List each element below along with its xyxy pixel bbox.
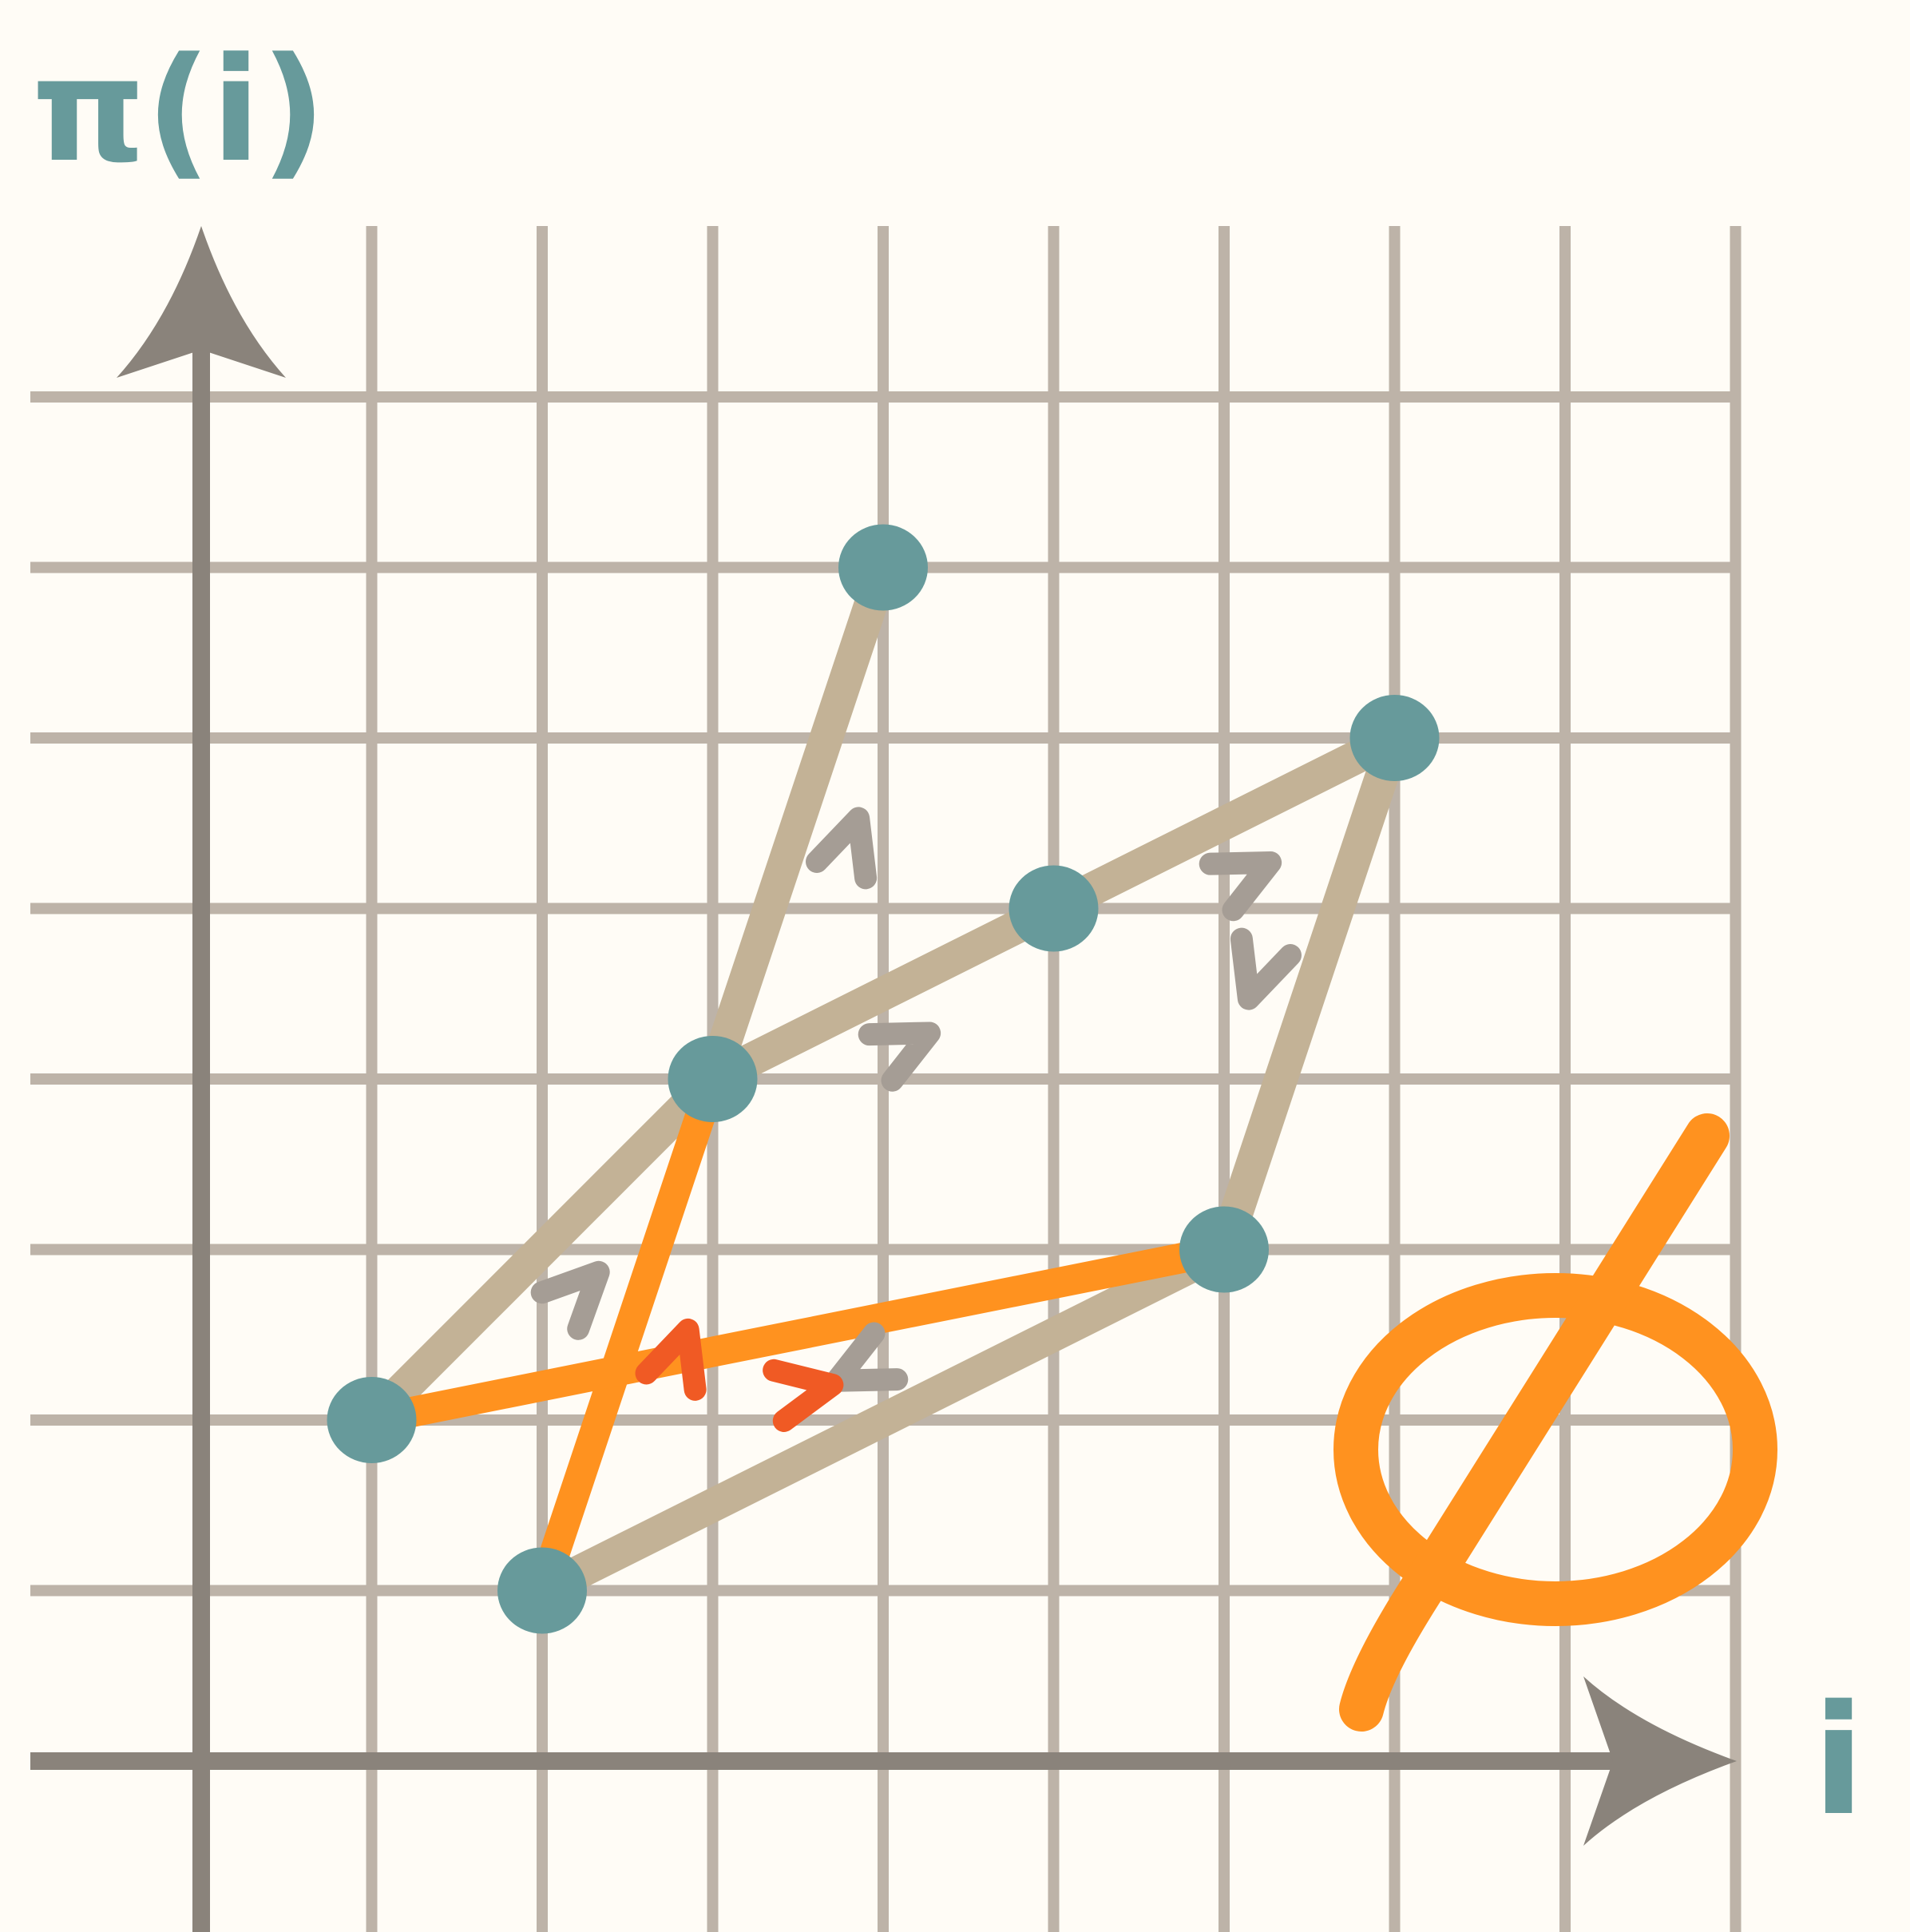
x-axis-label: i — [1813, 1672, 1864, 1849]
node-a — [327, 1377, 417, 1463]
node-f — [1179, 1207, 1269, 1293]
node-b — [497, 1548, 587, 1634]
node-d — [838, 525, 928, 611]
node-g — [1350, 695, 1440, 781]
y-axis-label: π(i) — [32, 27, 327, 194]
node-e — [1009, 866, 1099, 952]
node-c — [668, 1036, 758, 1122]
